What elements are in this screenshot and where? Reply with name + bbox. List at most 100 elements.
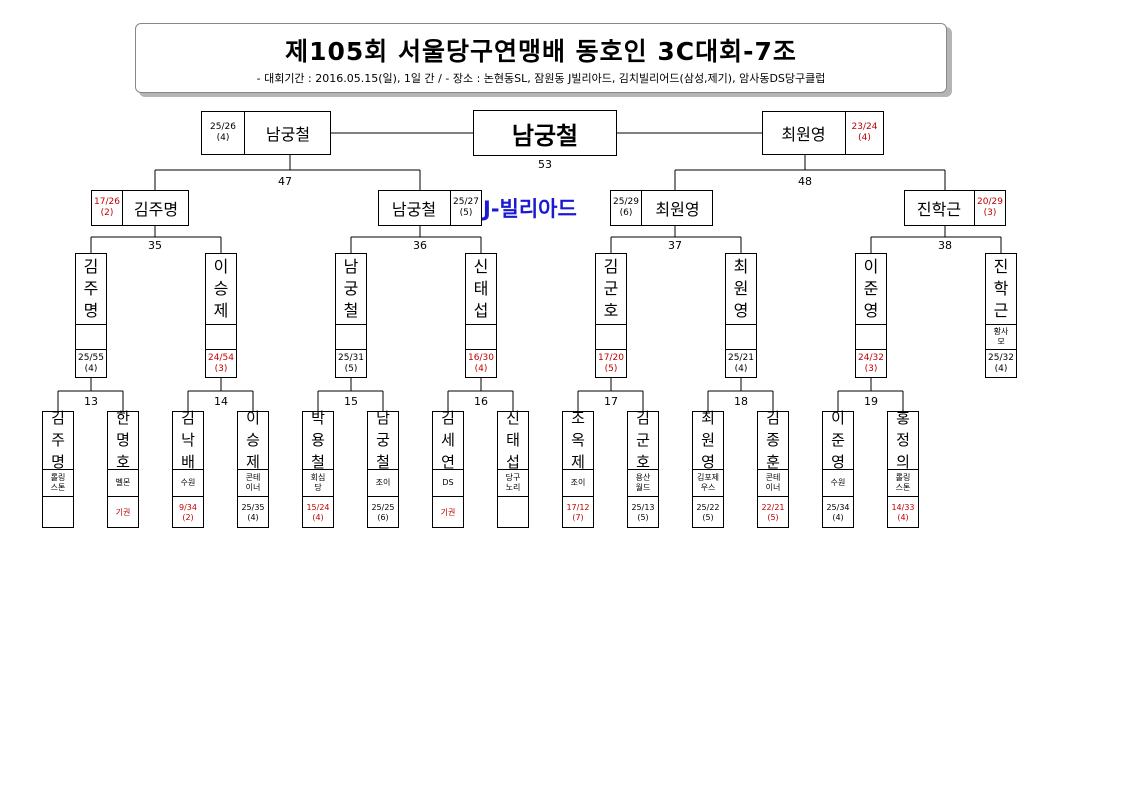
name-char: 명 [116,431,130,449]
inning-value: (4) [994,364,1008,374]
r1-club-box [627,469,659,497]
r1-player-score [42,497,74,528]
r1-club-box [692,469,724,497]
inning-value: (4) [474,364,488,374]
cell-line: 25/35 [241,502,265,512]
r1-club-box [497,469,529,497]
name-char: 김 [181,409,195,427]
final-left-score-divider [201,111,245,155]
r1-match-no: 18 [734,395,748,408]
name-char: 배 [181,453,195,471]
name-char: 군 [603,278,619,298]
r2-club-box [725,324,757,350]
quarter-score: 20/29(3) [974,190,1006,226]
cell-line: (2) [182,512,194,522]
name-char: 주 [51,431,65,449]
r1-player-score: 25/35(4) [237,497,269,528]
r1-player-score: 14/33(4) [887,497,919,528]
final-right-score-divider [845,111,884,155]
r1-player-score [497,497,529,528]
cell-line: 9/34 [179,502,197,512]
quarter-score-divider [450,190,482,226]
name-char: 정 [896,431,910,449]
r1-club-box [562,469,594,497]
name-char: 제 [246,453,260,471]
score-value: 25/31 [338,353,364,363]
cell-line: 스톤 [895,483,911,492]
name-char: 제 [213,300,229,320]
quarter-name: 진학근 [916,200,962,219]
r2-player-box [205,253,237,378]
name-char: 이 [831,409,845,427]
name-char: 승 [213,278,229,298]
cell-line: 조이 [570,478,586,487]
name-char: 남 [343,256,359,276]
cell-line: (5) [702,512,714,522]
r2-player-score: 16/30(4) [465,350,497,378]
name-char: 영 [863,300,879,320]
quarter-score-divider [974,190,1006,226]
cell-line: 기권 [115,507,131,517]
r1-club-box [42,469,74,497]
name-char: 제 [571,453,585,471]
quarter-name: 김주명 [133,200,179,219]
name-char: 궁 [343,278,359,298]
cell-line: 조이 [375,478,391,487]
name-char: 철 [376,453,390,471]
r1-club-box [107,469,139,497]
cell-line: 수원 [180,478,196,487]
r1-club-box [822,469,854,497]
name-char: 철 [343,300,359,320]
cell-line: (4) [897,512,909,522]
score-value: 17/26 [94,197,120,207]
score-value: 25/21 [728,353,754,363]
cell-line: 롤링 [895,473,911,482]
name-char: 김 [441,409,455,427]
name-char: 김 [603,256,619,276]
inning-value: (3) [983,208,997,218]
final-match-no: 53 [538,158,552,171]
name-char: 영 [701,453,715,471]
cell-line: (7) [572,512,584,522]
cell-line: 노리 [505,483,521,492]
r2-match-no: 38 [938,239,952,252]
name-char: 김 [636,409,650,427]
quarter-score-divider [610,190,642,226]
r2-player-box [855,253,887,378]
r1-player-score: 9/34(2) [172,497,204,528]
r1-player-score: 15/24(4) [302,497,334,528]
semi-match-no: 48 [798,175,812,188]
name-char: 진 [993,256,1009,276]
score-value: 17/20 [598,353,624,363]
name-char: 호 [603,300,619,320]
cell-line: 콘테 [765,473,781,482]
r1-player-club: 조이 [562,469,594,497]
name-char: 영 [831,453,845,471]
champion-box [473,110,617,156]
r1-club-box [432,469,464,497]
name-char: 최 [733,256,749,276]
name-char: 철 [311,453,325,471]
name-char: 이 [863,256,879,276]
score-value: 24/32 [858,353,884,363]
r2-player-club [855,324,887,350]
champion-name: 남궁철 [511,121,579,150]
r1-match-no: 19 [864,395,878,408]
r1-player-score: 25/34(4) [822,497,854,528]
cell-line: 김포제 [696,473,720,482]
r2-player-score: 25/32(4) [985,350,1017,378]
name-char: 승 [246,431,260,449]
inning-value: (5) [604,364,618,374]
